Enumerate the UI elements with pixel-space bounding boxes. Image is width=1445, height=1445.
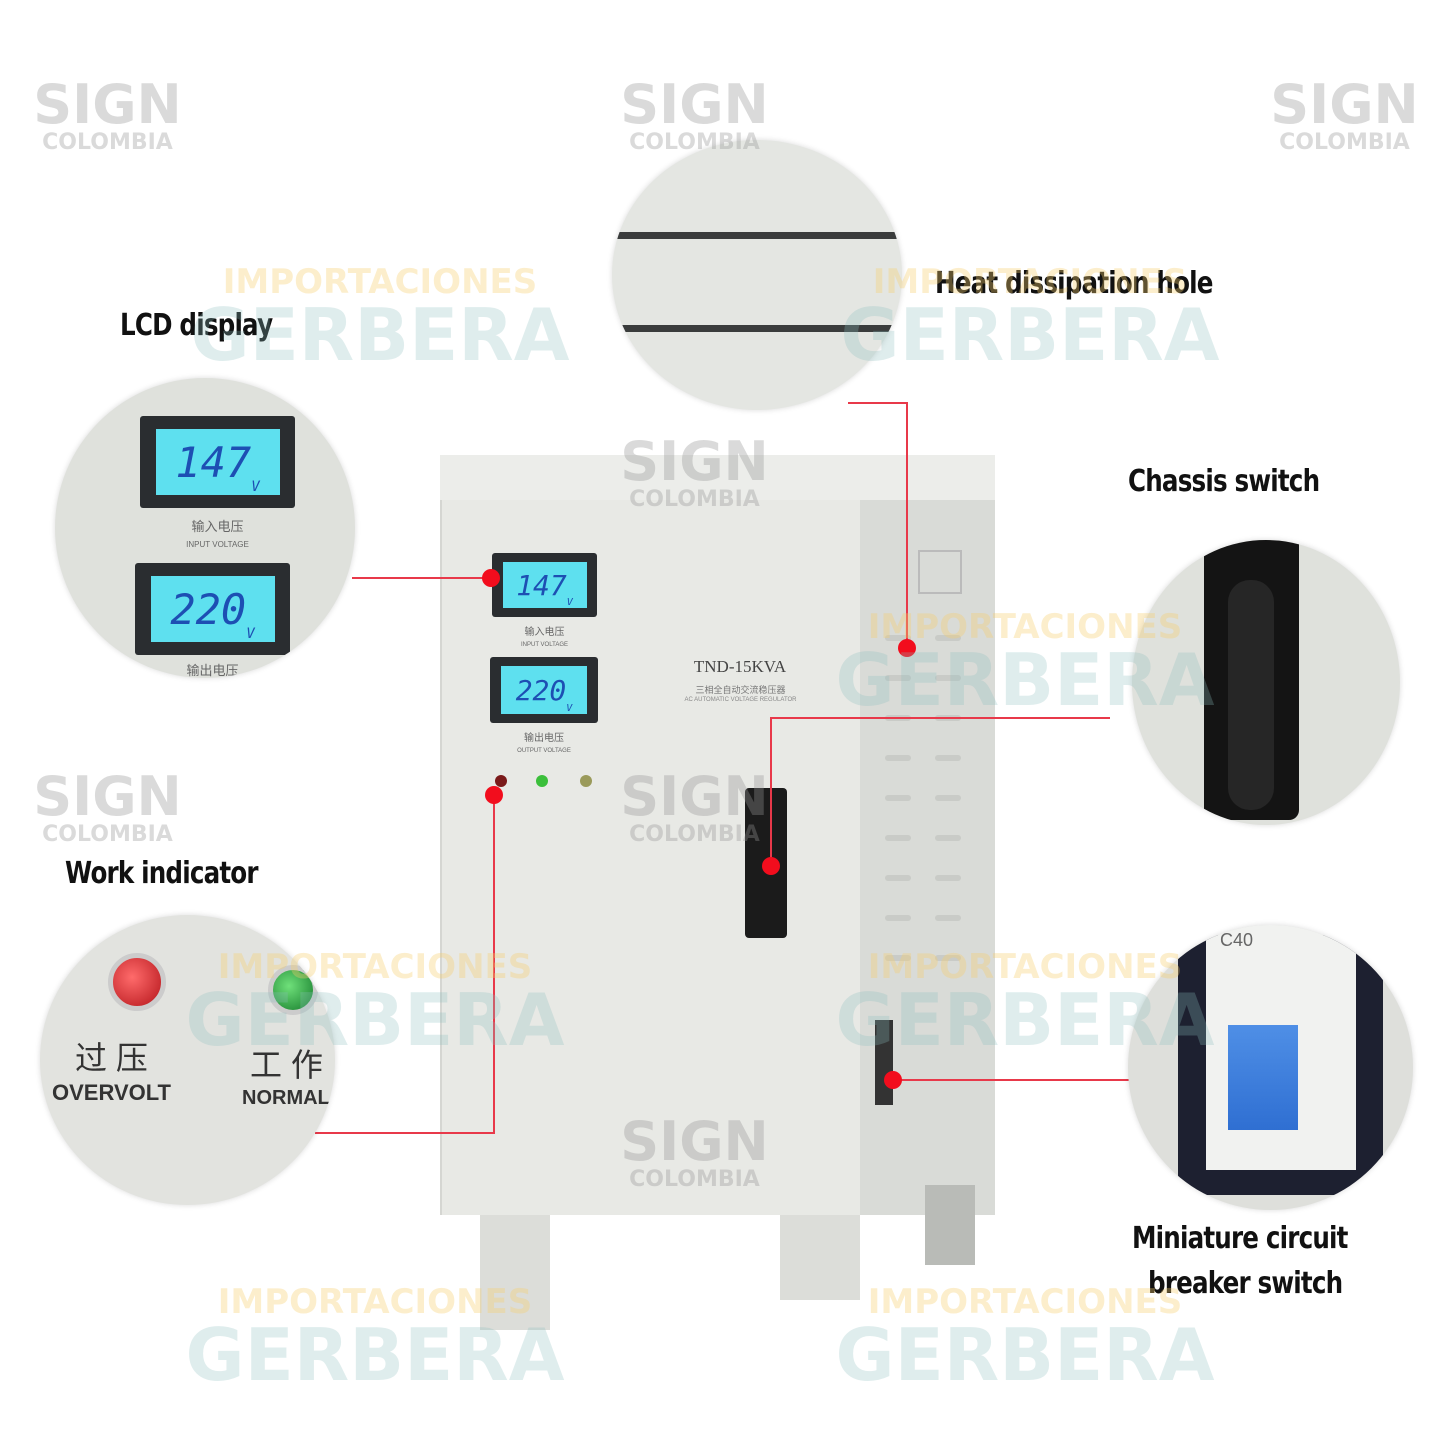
chassis-callout-line-h [770,717,1110,719]
normal-led-large [268,965,318,1015]
heat-dissipation-label: Heat dissipation hole [935,266,1213,301]
lcd-callout-dot [482,569,500,587]
chassis-callout-line-v [770,717,772,867]
cabinet-foot-right [780,1215,860,1300]
heat-callout-line-v [906,402,908,648]
work-callout-line-v [493,795,495,1134]
model-subtitle-cn: 三相全自动交流稳压器 [695,685,786,695]
work-indicator-label: Work indicator [65,856,259,891]
chassis-switch-zoom-circle [1132,540,1400,825]
chassis-switch-label: Chassis switch [1128,464,1320,499]
side-handle-slot [918,550,962,594]
breaker-label-line1: Miniature circuit [1132,1221,1348,1256]
overvolt-led [495,775,507,787]
input-voltage-value: 147 [516,568,567,602]
work-callout-line-h [315,1132,495,1134]
output-voltage-value: 220 [515,673,567,707]
heat-callout-dot [898,639,916,657]
chassis-callout-dot [762,857,780,875]
breaker-toggle [1228,1025,1298,1130]
cabinet-foot-left [480,1215,550,1330]
work-indicator-zoom-circle: 过 压 OVERVOLT 工 作 NORMAL [40,915,335,1205]
overvolt-led-large [108,953,166,1011]
delay-led [580,775,592,787]
model-subtitle-en: AC AUTOMATIC VOLTAGE REGULATOR [684,697,797,703]
heat-hole-zoom-circle [612,140,902,410]
breaker-callout-line [893,1079,1133,1081]
cabinet-foot-back [925,1185,975,1265]
lcd-callout-line [352,577,490,579]
breaker-zoom-circle: C40 [1128,925,1413,1210]
work-callout-dot [485,786,503,804]
breaker-callout-dot [884,1071,902,1089]
heat-callout-line-h [848,402,908,404]
cabinet-front [440,500,862,1215]
normal-led [536,775,548,787]
breaker-label-line2: breaker switch [1148,1266,1343,1301]
lcd-display-label: LCD display [120,308,273,343]
model-name: TND-15KVA [693,657,787,676]
